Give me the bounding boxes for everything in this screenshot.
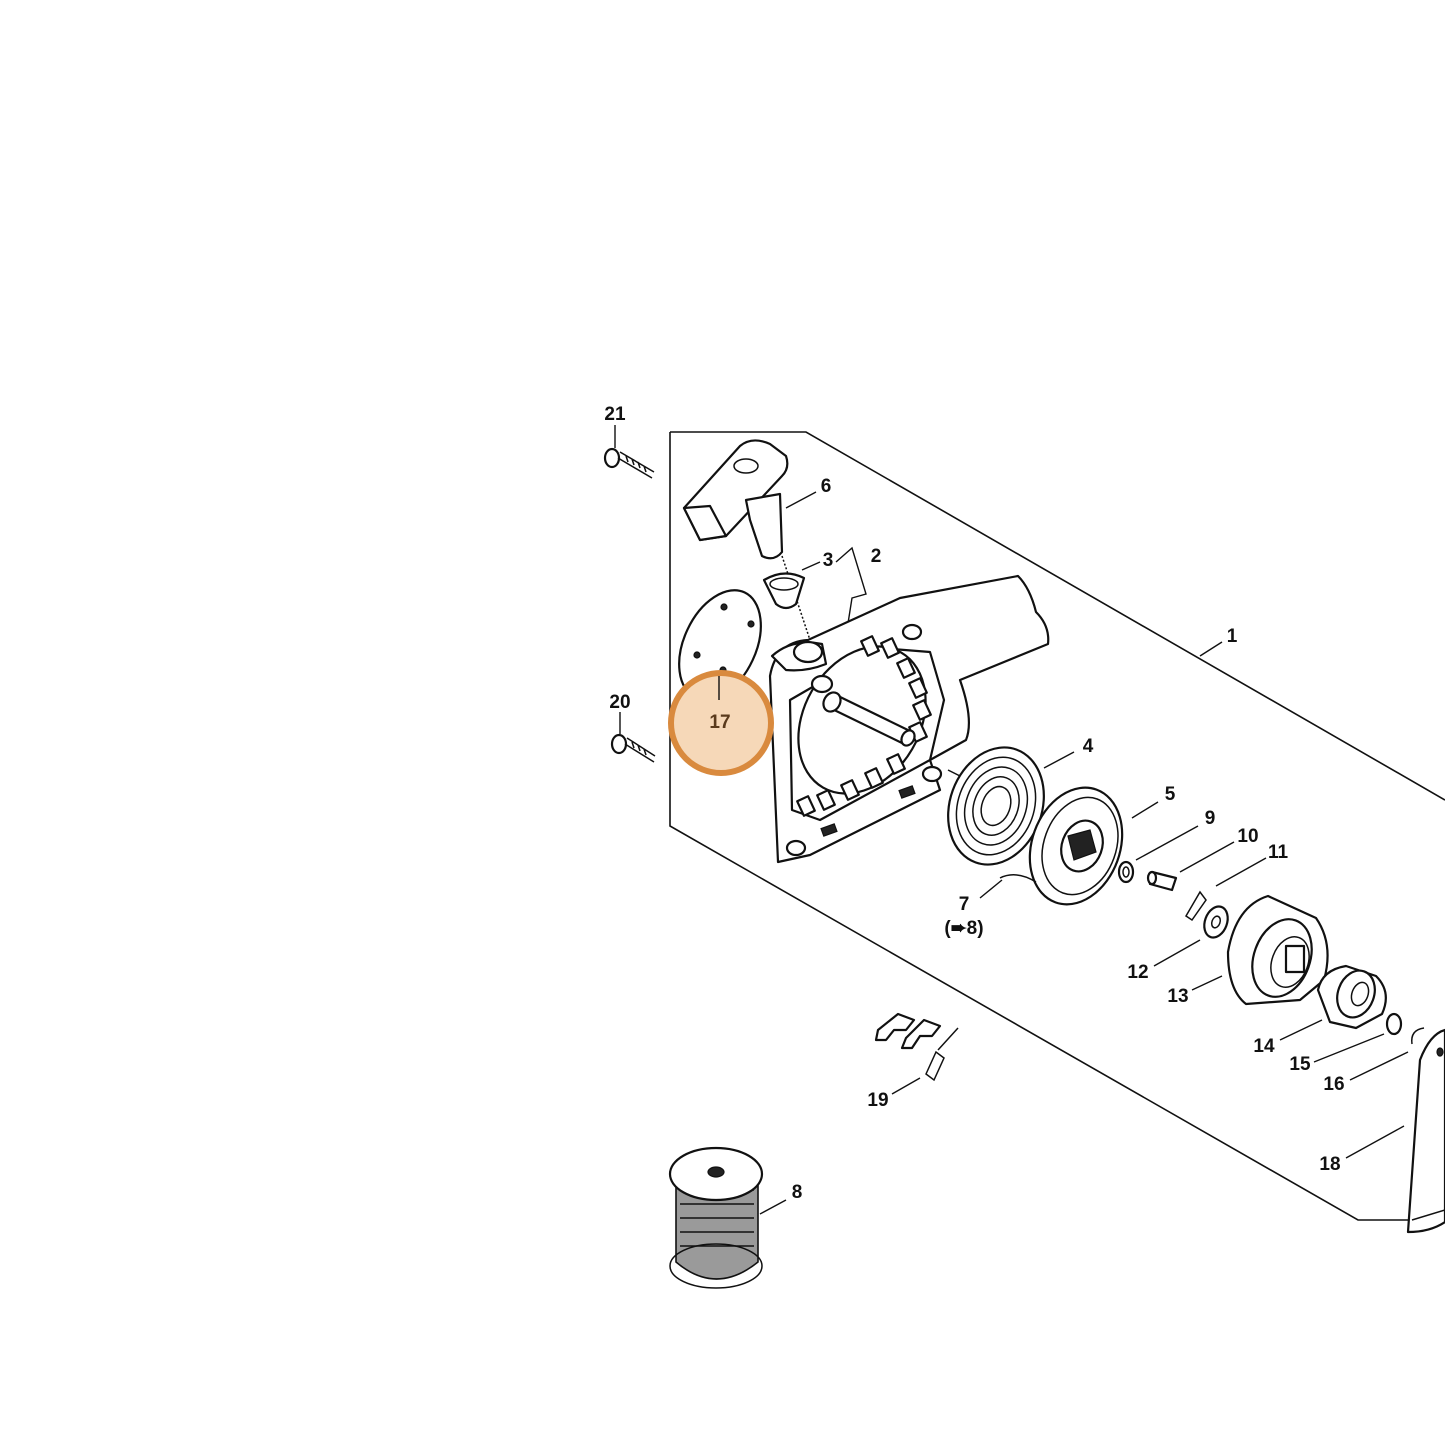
callout-17[interactable]: 18 <box>1319 1154 1340 1175</box>
part-15-washer[interactable] <box>1313 1012 1403 1063</box>
callout-5[interactable]: 5 <box>1165 784 1176 805</box>
part-9-washer[interactable] <box>1117 825 1199 884</box>
callout-16[interactable]: 16 <box>1323 1074 1344 1095</box>
callout-18: 17 <box>709 712 730 733</box>
callout-6[interactable]: 6 <box>821 476 832 497</box>
callout-13[interactable]: 13 <box>1167 986 1188 1007</box>
callout-7-reference[interactable]: (➨8) <box>944 918 983 939</box>
callout-3[interactable]: 3 <box>823 550 834 571</box>
callout-10[interactable]: 10 <box>1237 826 1258 847</box>
callout-9[interactable]: 9 <box>1205 808 1216 829</box>
callout-15[interactable]: 15 <box>1289 1054 1311 1075</box>
part-8-rope-spool[interactable] <box>668 1146 787 1289</box>
callout-20[interactable]: 20 <box>609 692 630 713</box>
callout-4[interactable]: 4 <box>1083 736 1094 757</box>
callout-12[interactable]: 12 <box>1127 962 1148 983</box>
callout-14[interactable]: 14 <box>1253 1036 1275 1057</box>
part-12-washer[interactable] <box>1153 903 1232 967</box>
part-21-screw[interactable] <box>603 425 655 479</box>
callout-8[interactable]: 8 <box>792 1182 803 1203</box>
part-17-cover[interactable] <box>1345 1028 1445 1234</box>
part-11-spring-clip[interactable] <box>1184 857 1267 922</box>
callout-labels: 21 6 3 2 1 20 4 5 9 10 11 7 (➨8) 12 13 1… <box>604 404 1344 1203</box>
part-7-rope[interactable] <box>979 874 1037 899</box>
part-10-pawl[interactable] <box>1146 841 1235 892</box>
part-13-spring-housing[interactable] <box>1191 894 1329 1006</box>
callout-21[interactable]: 21 <box>604 404 626 425</box>
callout-7[interactable]: 7 <box>959 894 970 915</box>
part-20-screw[interactable] <box>610 712 656 763</box>
part-6-starter-grip[interactable] <box>682 439 817 560</box>
part-16-circlip[interactable] <box>1349 1027 1425 1081</box>
assembly-frame <box>669 431 1445 1221</box>
part-1-fan-housing[interactable] <box>768 574 1223 864</box>
starter-rope <box>781 555 819 665</box>
callout-1[interactable]: 1 <box>1227 626 1238 647</box>
bracket-2 <box>835 546 867 637</box>
part-3-rope-guide[interactable] <box>762 561 821 610</box>
callout-2[interactable]: 2 <box>871 546 882 567</box>
part-19-pawl-set[interactable] <box>874 1012 959 1095</box>
highlight-circle <box>668 670 774 776</box>
callout-19[interactable]: 19 <box>867 1090 888 1111</box>
highlight-marker-18[interactable]: 17 <box>668 670 774 776</box>
callout-11[interactable]: 11 <box>1268 842 1289 863</box>
housing-fins <box>796 635 932 817</box>
part-14-ratchet[interactable] <box>1279 964 1387 1041</box>
part-5-rope-rotor[interactable] <box>1014 775 1159 918</box>
